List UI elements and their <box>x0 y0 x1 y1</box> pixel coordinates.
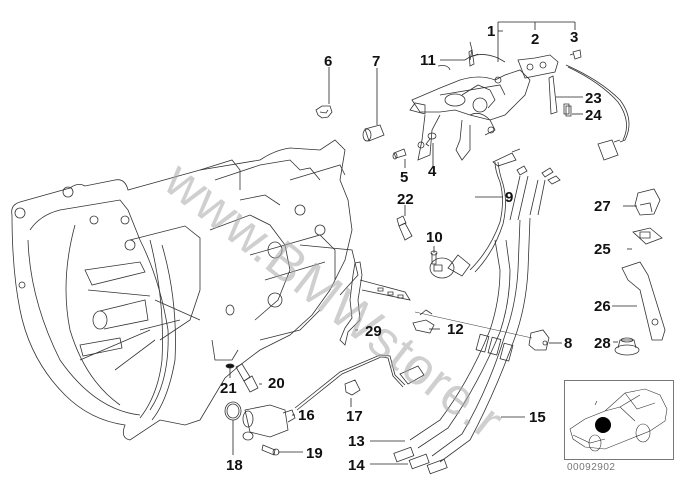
callout-19[interactable]: 19 <box>306 445 323 462</box>
bracket-23 <box>549 76 557 114</box>
callout-9[interactable]: 9 <box>505 189 514 206</box>
bolt-4 <box>426 133 436 146</box>
callout-7[interactable]: 7 <box>372 53 381 70</box>
pin-5 <box>393 149 406 159</box>
leader-lines <box>230 22 637 464</box>
callout-13[interactable]: 13 <box>348 433 365 450</box>
callout-20[interactable]: 20 <box>268 375 285 392</box>
shift-assembly <box>410 42 558 160</box>
pipe-16 <box>295 355 424 410</box>
callout-4[interactable]: 4 <box>428 163 437 180</box>
callout-10[interactable]: 10 <box>426 229 443 246</box>
clip-17 <box>345 380 360 395</box>
callout-26[interactable]: 26 <box>594 298 611 315</box>
bushing-7 <box>363 125 384 141</box>
bracket-29 <box>340 262 410 345</box>
callout-2[interactable]: 2 <box>531 31 540 48</box>
callout-24[interactable]: 24 <box>585 107 602 124</box>
holder-27 <box>635 189 660 215</box>
callout-12[interactable]: 12 <box>447 321 464 338</box>
callout-29[interactable]: 29 <box>365 323 382 340</box>
sensor-cable <box>566 65 629 160</box>
callout-27[interactable]: 27 <box>594 198 611 215</box>
clip-25 <box>633 228 662 244</box>
clip-6 <box>316 106 332 118</box>
callout-25[interactable]: 25 <box>594 241 611 258</box>
diagram-code: 00092902 <box>567 462 616 473</box>
callout-3[interactable]: 3 <box>570 29 579 46</box>
location-highlight <box>595 417 611 433</box>
bolt-3 <box>570 50 581 59</box>
callout-6[interactable]: 6 <box>324 53 333 70</box>
cable-9 <box>430 149 520 278</box>
clip-11 <box>469 50 478 66</box>
callout-11[interactable]: 11 <box>420 52 436 69</box>
bracket-26 <box>622 262 665 340</box>
callout-1[interactable]: 1 <box>487 23 496 40</box>
callout-17[interactable]: 17 <box>346 408 363 425</box>
clip-8 <box>529 330 549 350</box>
callout-14[interactable]: 14 <box>348 457 365 474</box>
callout-23[interactable]: 23 <box>585 90 602 107</box>
callout-21[interactable]: 21 <box>220 380 237 397</box>
callout-5[interactable]: 5 <box>400 169 409 186</box>
clip-24 <box>564 104 571 116</box>
car-outline-icon <box>565 381 673 459</box>
switch-22 <box>397 216 412 240</box>
bolt-19 <box>262 445 279 455</box>
transmission-housing <box>12 140 358 440</box>
slave-cylinder <box>225 402 295 440</box>
nut-28 <box>615 338 639 355</box>
callout-16[interactable]: 16 <box>298 407 315 424</box>
hose-bundle-15 <box>394 166 560 474</box>
callout-22[interactable]: 22 <box>397 191 414 208</box>
callout-15[interactable]: 15 <box>529 409 546 426</box>
vehicle-location-inset <box>564 380 674 460</box>
callout-18[interactable]: 18 <box>226 457 243 474</box>
callout-8[interactable]: 8 <box>564 335 573 352</box>
callout-28[interactable]: 28 <box>594 335 611 352</box>
